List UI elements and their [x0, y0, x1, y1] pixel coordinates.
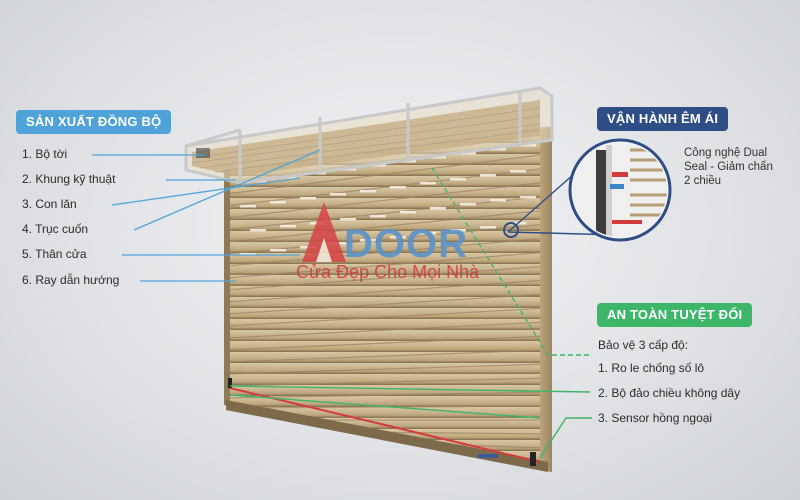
list-item-guide-rail: 6. Ray dẫn hướng	[22, 273, 120, 287]
brand-tagline: Cửa Đẹp Cho Mọi Nhà	[296, 262, 480, 282]
brand-logo-text: DOOR	[344, 222, 468, 266]
top-frame	[184, 86, 554, 185]
note-line: 2 chiều	[684, 175, 722, 187]
door-body	[224, 126, 552, 472]
smooth-operation-badge: VẬN HÀNH ÊM ÁI	[597, 107, 729, 131]
list-item-body: 5. Thân cửa	[22, 247, 87, 261]
left-callout-lines	[92, 149, 321, 282]
list-item-shaft: 4. Trục cuốn	[22, 222, 89, 236]
note-line: Công nghệ Dual	[684, 147, 768, 159]
safety-callout-lines	[229, 167, 592, 459]
note-line: Seal - Giảm chấn	[684, 161, 773, 173]
safety-item-relay: 1. Ro le chống số lô	[598, 361, 705, 375]
list-item-roller: 3. Con lăn	[22, 197, 77, 211]
seal-detail-callout	[503, 138, 672, 242]
safety-badge: AN TOÀN TUYỆT ĐỐI	[597, 303, 753, 327]
sync-production-badge: SẢN XUẤT ĐỒNG BỘ	[16, 110, 172, 134]
dual-seal-note: Công nghệ Dual Seal - Giảm chấn 2 chiều	[684, 146, 794, 188]
brand-logo-mark	[302, 202, 346, 262]
safety-item-reverser: 2. Bộ đảo chiều không dây	[598, 386, 741, 400]
list-item-frame: 2. Khung kỹ thuật	[22, 172, 116, 186]
safety-intro: Bảo vệ 3 cấp độ:	[598, 338, 689, 352]
list-item-winch: 1. Bộ tời	[22, 147, 68, 161]
safety-item-sensor: 3. Sensor hồng ngoại	[598, 411, 713, 425]
